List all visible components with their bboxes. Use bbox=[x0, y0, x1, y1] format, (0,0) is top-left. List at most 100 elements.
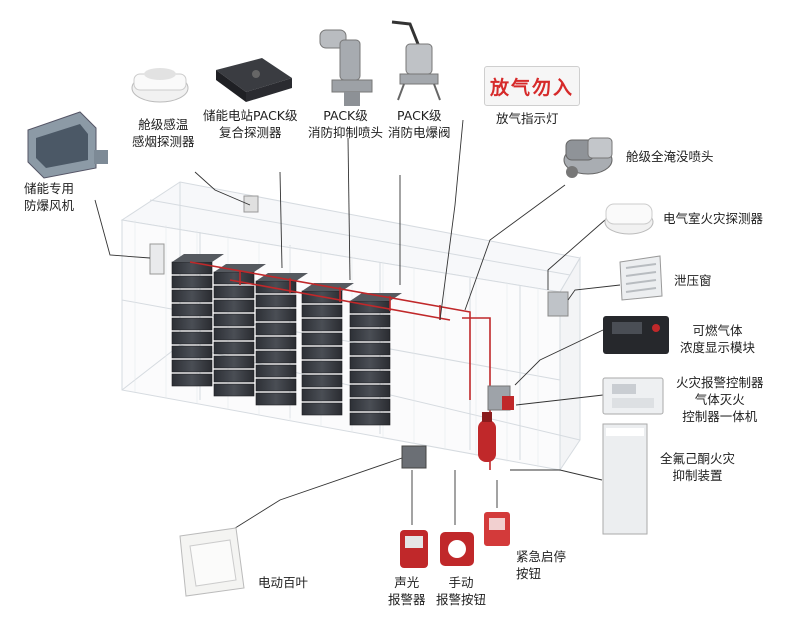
battery-module bbox=[349, 412, 391, 426]
fan-unit bbox=[149, 243, 165, 275]
battery-module bbox=[171, 275, 213, 289]
battery-module bbox=[255, 350, 297, 364]
label-pack-nozzle-line1: PACK级 bbox=[323, 108, 368, 123]
label-suppression-line2: 抑制装置 bbox=[672, 468, 723, 483]
label-fan: 储能专用 防爆风机 bbox=[24, 180, 74, 214]
label-controller-line3: 控制器一体机 bbox=[682, 409, 758, 424]
label-pack-composite-line2: 复合探测器 bbox=[218, 125, 282, 140]
pack-composite-detector-icon bbox=[216, 58, 292, 102]
label-emergency-line2: 按钮 bbox=[516, 566, 542, 581]
battery-module bbox=[349, 370, 391, 384]
label-pack-composite: 储能电站PACK级 复合探测器 bbox=[203, 107, 298, 141]
label-emergency-line1: 紧急启停 bbox=[516, 549, 567, 564]
label-manual-alarm-line2: 报警按钮 bbox=[436, 592, 487, 607]
label-fan-line2: 防爆风机 bbox=[24, 198, 75, 213]
room-fire-detector-icon bbox=[604, 203, 654, 235]
battery-module bbox=[171, 345, 213, 359]
battery-module bbox=[255, 392, 297, 406]
gas-indicator-sign: 放气勿入 bbox=[484, 66, 580, 106]
label-relief-window-line1: 泄压窗 bbox=[674, 273, 712, 288]
pack-valve-icon bbox=[391, 20, 441, 101]
label-pack-composite-line1: 储能电站PACK级 bbox=[203, 108, 298, 123]
battery-module bbox=[349, 398, 391, 412]
battery-rack-top bbox=[256, 273, 308, 281]
battery-rack-top bbox=[172, 254, 224, 262]
label-temp-smoke-line1: 舱级感温 bbox=[138, 117, 189, 132]
battery-module bbox=[171, 303, 213, 317]
battery-module bbox=[301, 374, 343, 388]
label-controller-line1: 火灾报警控制器 bbox=[676, 375, 764, 390]
label-louver: 电动百叶 bbox=[258, 574, 308, 591]
label-temp-smoke-line2: 感烟探测器 bbox=[132, 134, 195, 149]
battery-module bbox=[255, 322, 297, 336]
flood-nozzle-icon bbox=[563, 137, 613, 178]
label-controller: 火灾报警控制器 气体灭火 控制器一体机 bbox=[676, 374, 764, 425]
label-pack-valve: PACK级 消防电爆阀 bbox=[388, 107, 451, 141]
battery-module bbox=[301, 402, 343, 416]
label-manual-alarm: 手动 报警按钮 bbox=[436, 574, 486, 608]
battery-module bbox=[213, 299, 255, 313]
battery-module bbox=[301, 346, 343, 360]
battery-module bbox=[349, 356, 391, 370]
label-pack-valve-line1: PACK级 bbox=[397, 108, 442, 123]
relief-window-icon bbox=[619, 255, 663, 301]
battery-rack-top bbox=[214, 264, 266, 272]
label-sound-light: 声光 报警器 bbox=[388, 574, 426, 608]
battery-module bbox=[171, 373, 213, 387]
leader-lines bbox=[94, 119, 621, 531]
battery-module bbox=[171, 331, 213, 345]
fire-controller-icon bbox=[602, 377, 664, 415]
battery-rack bbox=[171, 254, 224, 387]
battery-module bbox=[349, 384, 391, 398]
label-relief-window: 泄压窗 bbox=[674, 272, 712, 289]
battery-module bbox=[301, 388, 343, 402]
battery-module bbox=[213, 355, 255, 369]
battery-rack bbox=[349, 293, 402, 426]
label-sound-light-line1: 声光 bbox=[394, 575, 420, 590]
battery-module bbox=[213, 369, 255, 383]
battery-module bbox=[301, 304, 343, 318]
battery-module bbox=[213, 313, 255, 327]
battery-module bbox=[301, 332, 343, 346]
battery-module bbox=[213, 271, 255, 285]
manual-alarm-button-icon bbox=[440, 532, 474, 566]
battery-module bbox=[171, 359, 213, 373]
relief-box bbox=[547, 291, 569, 317]
battery-racks bbox=[171, 254, 402, 426]
label-room-detector: 电气室火灾探测器 bbox=[663, 210, 763, 227]
explosion-proof-fan-icon bbox=[27, 111, 108, 179]
battery-module bbox=[213, 341, 255, 355]
label-temp-smoke: 舱级感温 感烟探测器 bbox=[132, 116, 195, 150]
label-flood-nozzle-line1: 舱级全淹没喷头 bbox=[626, 149, 714, 164]
battery-module bbox=[349, 342, 391, 356]
battery-module bbox=[255, 308, 297, 322]
battery-module bbox=[255, 294, 297, 308]
pack-nozzle-icon bbox=[319, 29, 373, 106]
label-gas-display: 可燃气体 浓度显示模块 bbox=[680, 322, 755, 356]
label-emergency: 紧急启停 按钮 bbox=[516, 548, 566, 582]
sound-light-alarm-icon bbox=[400, 530, 428, 568]
label-room-detector-line1: 电气室火灾探测器 bbox=[663, 211, 764, 226]
louver-box bbox=[401, 445, 427, 469]
battery-module bbox=[213, 285, 255, 299]
label-sound-light-line2: 报警器 bbox=[388, 592, 426, 607]
battery-rack bbox=[213, 264, 266, 397]
label-flood-nozzle: 舱级全淹没喷头 bbox=[626, 148, 714, 165]
label-suppression-line1: 全氟己酮火灾 bbox=[660, 451, 736, 466]
label-gas-display-line1: 可燃气体 bbox=[692, 323, 743, 338]
battery-module bbox=[213, 327, 255, 341]
battery-module bbox=[301, 360, 343, 374]
gas-cylinder bbox=[478, 385, 514, 462]
battery-module bbox=[171, 261, 213, 275]
battery-module bbox=[255, 336, 297, 350]
label-gas-sign: 放气指示灯 bbox=[496, 110, 559, 127]
battery-rack-top bbox=[350, 293, 402, 301]
label-manual-alarm-line1: 手动 bbox=[448, 575, 474, 590]
label-gas-display-line2: 浓度显示模块 bbox=[680, 340, 756, 355]
ceiling-detector-unit bbox=[243, 195, 259, 213]
emergency-stop-button-icon bbox=[484, 512, 510, 546]
label-pack-nozzle-line2: 消防抑制喷头 bbox=[308, 125, 384, 140]
label-controller-line2: 气体灭火 bbox=[694, 392, 745, 407]
